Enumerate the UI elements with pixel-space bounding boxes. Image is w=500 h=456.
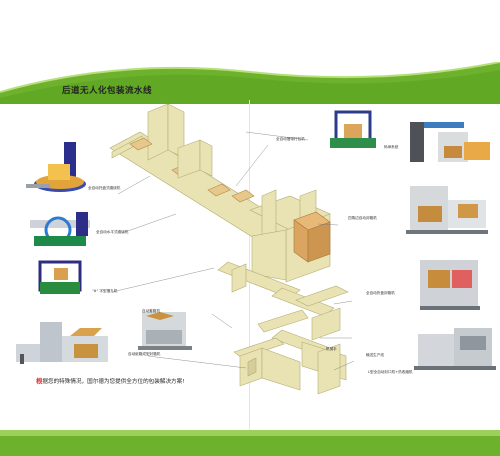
label-production-line: 输送生产线 — [366, 353, 384, 357]
label-l-sealer: L型全自动封口机+热收缩机 — [368, 370, 413, 374]
page-title: 后道无人化包装流水线 — [62, 86, 153, 96]
label-corner-sealer: 四角边自动封箱机 — [348, 216, 377, 220]
strapping-machine-photo — [38, 260, 82, 294]
case-erector-photo — [16, 322, 108, 364]
label-robot-arm: 机械手 — [326, 347, 337, 351]
palletizing-system-photo — [410, 122, 490, 162]
flap-folding-sealer-photo — [420, 260, 480, 310]
page-fold-divider — [249, 100, 250, 430]
note-first-char: 根 — [36, 377, 43, 385]
footer-band — [0, 430, 500, 456]
footer-highlight — [0, 430, 500, 436]
label-auto-boxing: 自动套箱机 — [142, 309, 160, 313]
label-pallet-wrapper: 全自动托盘式缠绕机 — [88, 186, 121, 190]
four-corner-case-sealer-photo — [406, 186, 488, 234]
label-palletizing: 码垛系统 — [384, 145, 399, 149]
carton-sealer-photo — [138, 312, 192, 350]
label-case-erector: 自动纸箱成型封箱机 — [128, 352, 161, 356]
horizontal-wrap-machine-photo — [30, 212, 90, 246]
label-auto-strapping: 全自动捆带打包机 — [276, 137, 305, 141]
stretch-wrap-machine-photo — [26, 142, 86, 192]
l-sealer-shrink-photo — [414, 328, 496, 370]
label-fold-sealer: 全自动折盖封箱机 — [366, 291, 395, 295]
header-wave — [0, 62, 500, 104]
label-horizontal-wrapper: 全自动水平式缠绕机 — [96, 230, 129, 234]
solution-note: 根据您的特殊情况，国尔德为您提供全方位的包装解决方案! — [36, 376, 184, 385]
label-strapping-machine: "#" 字型捆扎机 — [92, 289, 118, 293]
note-text: 据您的特殊情况，国尔德为您提供全方位的包装解决方案! — [42, 379, 185, 385]
automatic-strapping-photo — [330, 110, 376, 148]
